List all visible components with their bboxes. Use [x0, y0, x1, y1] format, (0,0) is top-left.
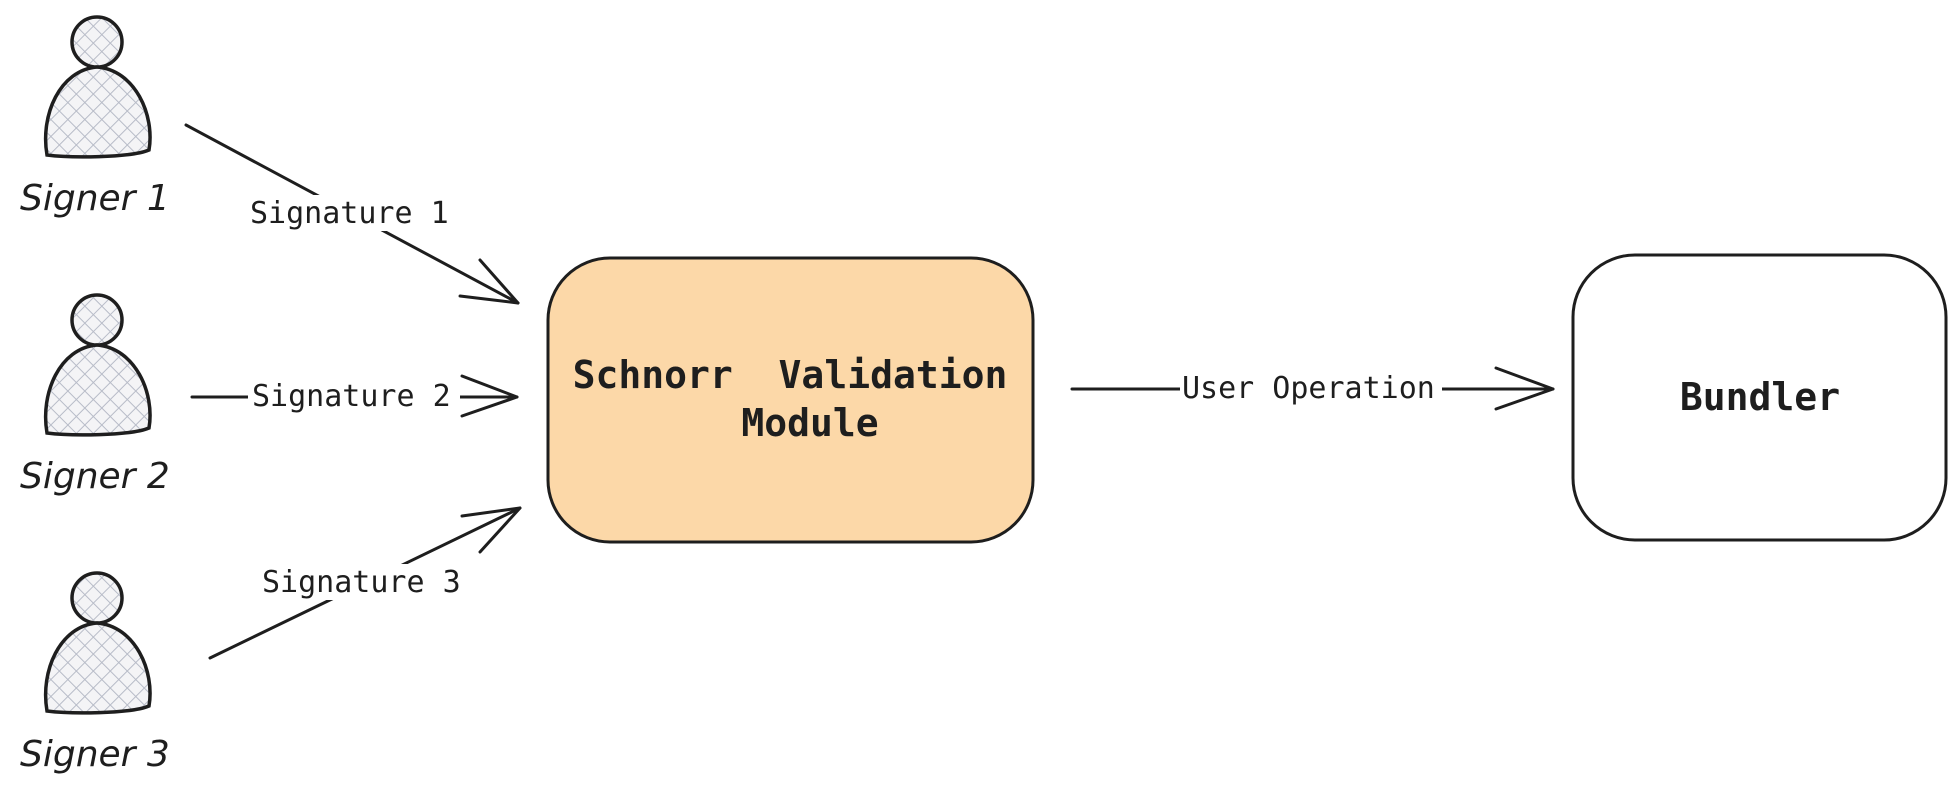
signer-1-label: Signer 1 [20, 178, 170, 219]
signer-3-icon [43, 571, 152, 715]
bundler-box [1571, 253, 1948, 542]
signature-2-label: Signature 2 [252, 379, 451, 414]
signer-2-icon [43, 293, 152, 437]
module-title-line-2: Module [741, 401, 878, 445]
signer-2-label: Signer 2 [20, 456, 170, 497]
signature-1-label: Signature 1 [250, 196, 449, 231]
schnorr-validation-module-box [546, 256, 1035, 544]
signer-1-icon [43, 15, 152, 159]
signer-3-label: Signer 3 [20, 734, 170, 775]
module-title-line-1: Schnorr Validation [573, 353, 1008, 397]
signature-3-label: Signature 3 [262, 565, 461, 600]
user-operation-label: User Operation [1182, 371, 1435, 406]
bundler-label: Bundler [1680, 375, 1840, 419]
